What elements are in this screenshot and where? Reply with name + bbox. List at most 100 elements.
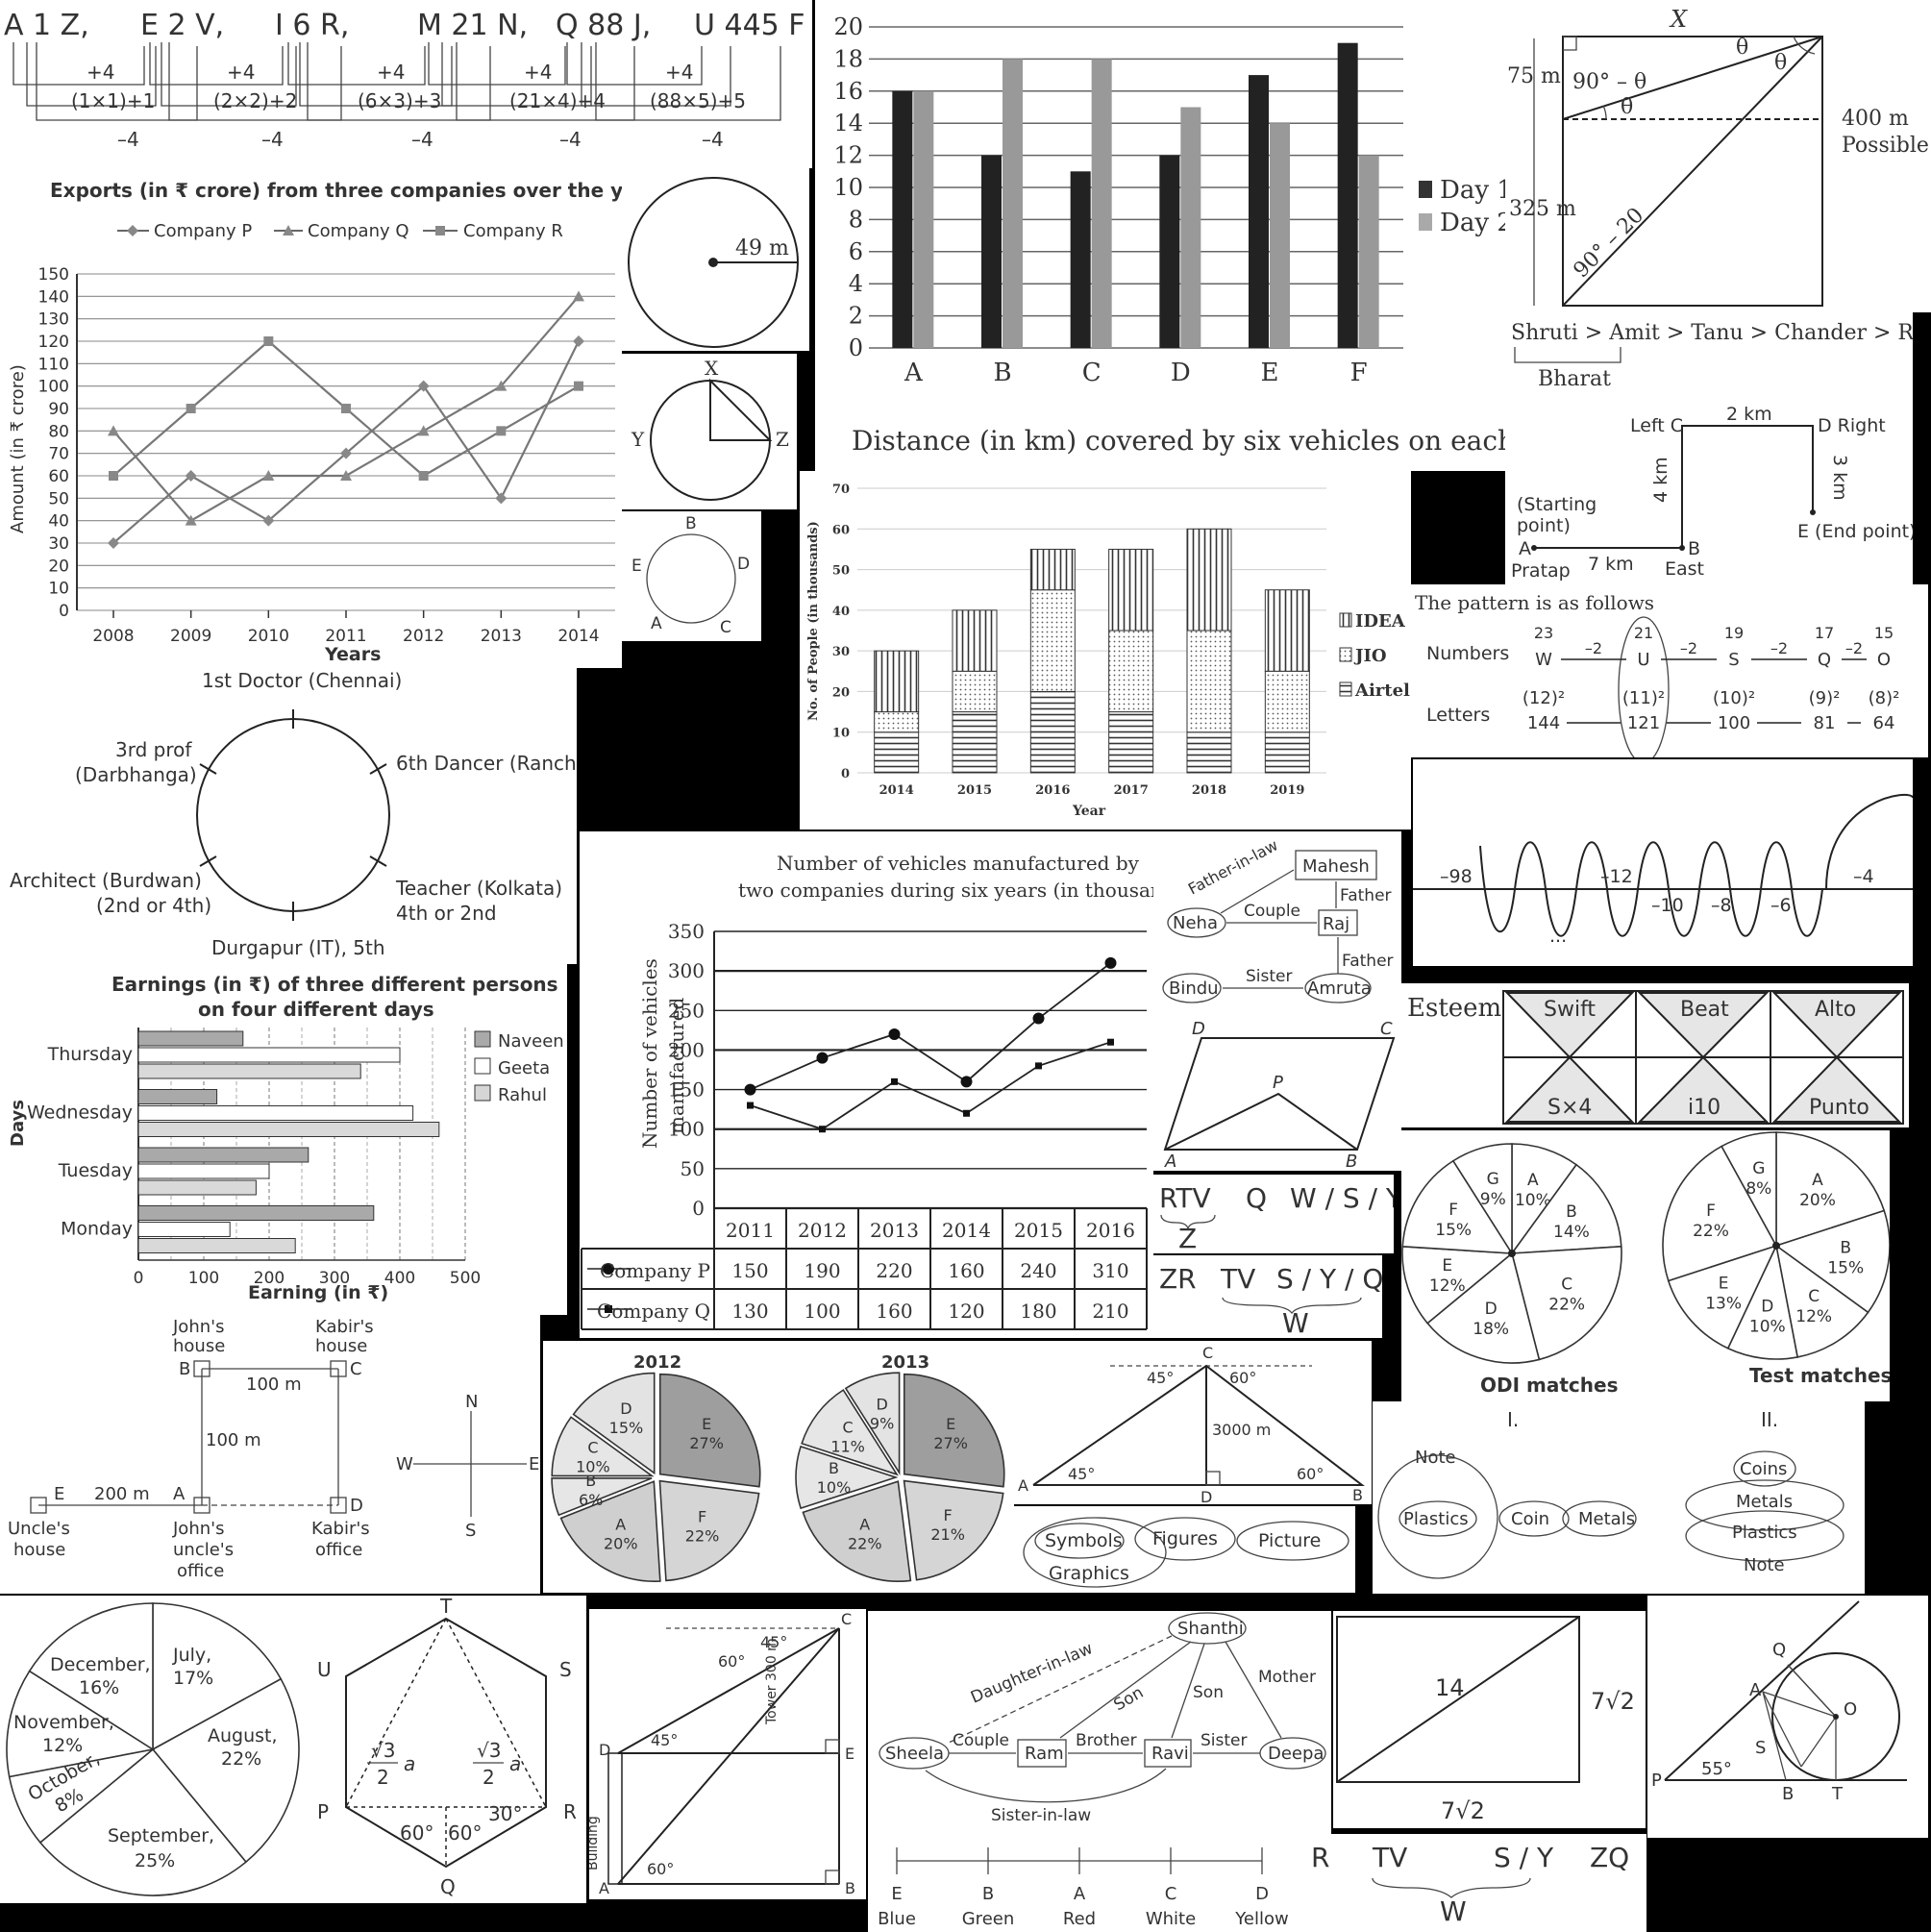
data-point (263, 336, 274, 346)
height-label: 75 m (1507, 64, 1561, 88)
bar-geeta (137, 1222, 231, 1237)
slice-name: E (702, 1415, 711, 1433)
vertex-q: Q (440, 1875, 456, 1898)
table-cell: 240 (1020, 1259, 1056, 1282)
y-axis-label: Amount (in ₹ crore) (8, 364, 28, 533)
pattern-letter: Q (1818, 650, 1831, 670)
hexagon-panel: T U S P R Q 60° 60° 30° √3 2 a √3 2 a (306, 1596, 586, 1903)
data-point (185, 514, 197, 526)
pie-slice (903, 1479, 1004, 1581)
triangle-3000m-panel: C 45° 60° 3000 m 45° 60° A B D (1014, 1341, 1372, 1504)
y-tick-label: 250 (668, 999, 705, 1022)
legend-marker (283, 225, 294, 235)
bar-day1 (1070, 171, 1091, 348)
chart-title: on four different days (198, 998, 434, 1021)
bar-day2 (1358, 155, 1379, 348)
pattern-number: 21 (1634, 624, 1653, 642)
x-tick-label: 2019 (1270, 783, 1304, 798)
distance-label: 400 m (1842, 107, 1909, 131)
geometry-400m-panel: X θ θ 90° – θ θ 75 m 325 m 400 m Possibl… (1505, 0, 1931, 312)
slice-value: 12% (1795, 1307, 1832, 1326)
pattern-letter: U (1637, 650, 1649, 670)
stack-jio (1186, 630, 1232, 733)
direction-map-panel: John's house Kabir's house B C 100 m 100… (0, 1315, 540, 1594)
dist-label: 2 km (1726, 404, 1772, 425)
relation-label: Brother (1076, 1731, 1137, 1750)
tower-panel: C 45° 60° 45° 60° D E A B Tower 300 m Bu… (589, 1609, 866, 1899)
pie-slice (1510, 1245, 1622, 1361)
point-c: C (350, 1359, 362, 1379)
possible-label: Possible (1842, 134, 1929, 158)
pie-center (1508, 1250, 1516, 1257)
pattern-number: 19 (1724, 624, 1744, 642)
angle-label: 60° (448, 1821, 482, 1845)
compass-e: E (529, 1454, 539, 1474)
bar-rahul (137, 1238, 296, 1253)
angle-label: 90° – 20 (1570, 204, 1649, 284)
architect-label: (2nd or 4th) (96, 894, 211, 917)
pie-slice (1511, 1143, 1578, 1256)
neha-node: Neha (1173, 913, 1218, 933)
john-uncle-label: John's (172, 1519, 224, 1539)
r-text: R (1311, 1842, 1329, 1873)
slice-label: 22% (221, 1748, 261, 1770)
pie-slice (1775, 1131, 1886, 1248)
seat-e: E (631, 557, 642, 576)
table-year: 2015 (1014, 1219, 1063, 1242)
slice-value: 14% (1553, 1223, 1590, 1242)
a-label: a (404, 1752, 415, 1775)
row-label-p: Company P (600, 1259, 710, 1282)
pattern-square: (12)² (1523, 688, 1565, 708)
label-b: B (1688, 538, 1700, 559)
pos-3-label: (Darbhanga) (75, 763, 197, 786)
metals-label: Metals (1736, 1492, 1793, 1512)
kabir-office-label: Kabir's (311, 1519, 370, 1539)
vertex-c: C (841, 1610, 852, 1628)
building-label: Building (589, 1816, 601, 1870)
y-tick-label: 140 (38, 287, 69, 307)
data-point (744, 1083, 756, 1096)
op-label: (88×5)+5 (650, 89, 746, 112)
cell-sx4: S×4 (1547, 1096, 1592, 1120)
z-text: Z (1178, 1223, 1197, 1253)
bar-rahul (137, 1179, 257, 1196)
seat-c: C (720, 618, 731, 637)
data-point (186, 404, 196, 413)
legend-idea: IDEA (1355, 611, 1406, 632)
y-tick-label: 0 (841, 767, 850, 781)
y-tick-label: 0 (849, 334, 863, 361)
x-tick-label: F (1350, 359, 1368, 387)
day-label: Thursday (47, 1044, 133, 1065)
slice-value: 11% (830, 1437, 865, 1455)
y-tick-label: 300 (668, 959, 705, 982)
label-d: D Right (1818, 415, 1886, 436)
slice-value: 18% (1473, 1320, 1509, 1339)
y-tick-label: 0 (59, 602, 69, 621)
pie-slice (1401, 1159, 1514, 1254)
color-name: White (1146, 1909, 1196, 1929)
table-cell: 160 (876, 1300, 912, 1323)
vertex-s: S (559, 1658, 572, 1681)
data-point (496, 426, 507, 436)
x-tick-label: 200 (254, 1269, 285, 1288)
pattern-value: 100 (1718, 713, 1750, 733)
shanthi-node: Shanthi (1177, 1619, 1244, 1639)
john-uncle-label: uncle's (173, 1540, 234, 1560)
stack-idea (874, 650, 920, 713)
point-d: D (350, 1496, 363, 1516)
cell-alto: Alto (1815, 998, 1856, 1022)
teacher-label: 4th or 2nd (396, 902, 497, 925)
y-tick-label: 60 (832, 523, 850, 537)
pie-2013-title: 2013 (881, 1352, 929, 1373)
radius-label: 49 m (735, 236, 789, 260)
table-cell: 310 (1092, 1259, 1128, 1282)
number-line-wave: –98 –12 –10 –8 –6 –4 ... (1413, 759, 1913, 966)
y-tick-label: 40 (48, 512, 69, 532)
slice-label: December, (50, 1654, 151, 1675)
tower-label: Tower 300 m (764, 1638, 780, 1725)
y-tick-label: 50 (681, 1157, 705, 1180)
pattern-value: 64 (1873, 713, 1895, 733)
slice-value: 27% (689, 1434, 724, 1452)
slice-name: C (843, 1418, 854, 1436)
